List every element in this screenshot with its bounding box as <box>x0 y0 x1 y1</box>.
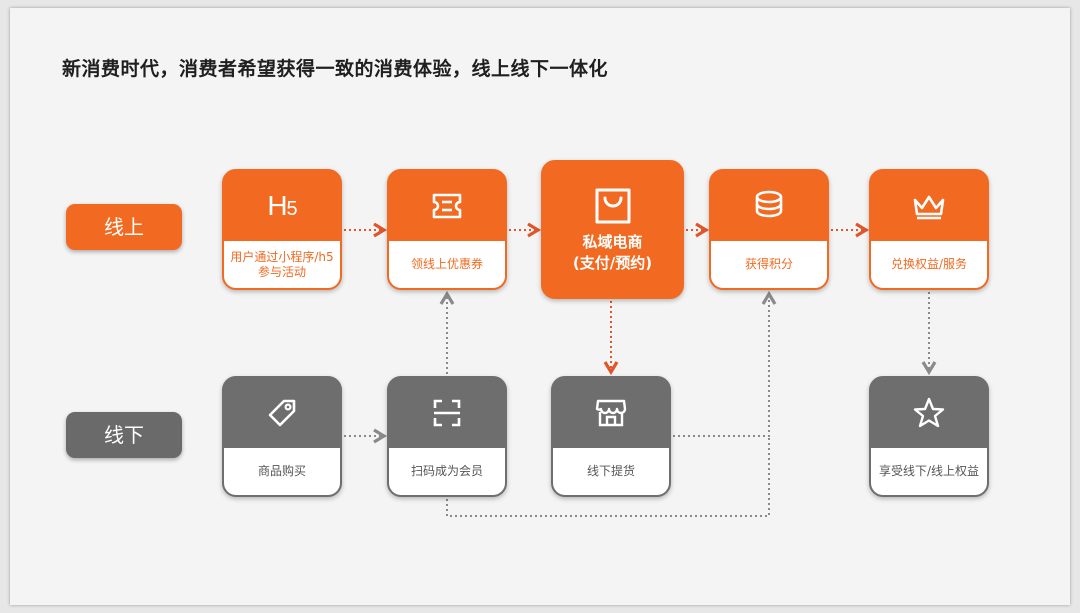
flow-connectors <box>344 222 937 517</box>
card-private-ecommerce: 私域电商 (支付/预约) <box>541 160 684 299</box>
card-scan-label: 扫码成为会员 <box>389 448 505 495</box>
card-pickup: 线下提货 <box>551 376 671 497</box>
headline: 新消费时代，消费者希望获得一致的消费体验，线上线下一体化 <box>62 58 609 80</box>
shopping-bag-icon <box>595 188 630 224</box>
card-online-coupon: 领线上优惠券 <box>387 169 507 290</box>
card-buy-label: 商品购买 <box>224 448 340 495</box>
card-enjoy: 享受线下/线上权益 <box>869 376 989 497</box>
card-redeem: 兑换权益/服务 <box>869 169 989 290</box>
card-h5-activity: H5 用户通过小程序/h5参与活动 <box>222 169 342 290</box>
card-enjoy-label: 享受线下/线上权益 <box>871 448 987 495</box>
card-redeem-label: 兑换权益/服务 <box>871 241 987 288</box>
card-points-label: 获得积分 <box>711 241 827 288</box>
lane-label-offline: 线下 <box>66 412 182 458</box>
card-scan: 扫码成为会员 <box>387 376 507 497</box>
crown-icon <box>913 195 945 220</box>
ticket-icon <box>432 193 462 219</box>
scan-icon <box>433 399 461 427</box>
tag-icon <box>268 399 296 427</box>
lane-label-online: 线上 <box>66 204 182 250</box>
store-icon <box>595 399 627 427</box>
coin-stack-icon <box>755 190 783 218</box>
card-pickup-label: 线下提货 <box>553 448 669 495</box>
card-coupon-label: 领线上优惠券 <box>389 241 505 288</box>
card-h5-label: 用户通过小程序/h5参与活动 <box>224 241 340 288</box>
h5-icon: H5 <box>267 190 297 221</box>
star-icon <box>913 397 945 428</box>
card-private-title: 私域电商 (支付/预约) <box>572 233 653 272</box>
arrow-pickup-to-points <box>673 290 777 437</box>
card-points: 获得积分 <box>709 169 829 290</box>
card-buy: 商品购买 <box>222 376 342 497</box>
slide: 新消费时代，消费者希望获得一致的消费体验，线上线下一体化 线上 线下 H5 <box>10 8 1070 605</box>
